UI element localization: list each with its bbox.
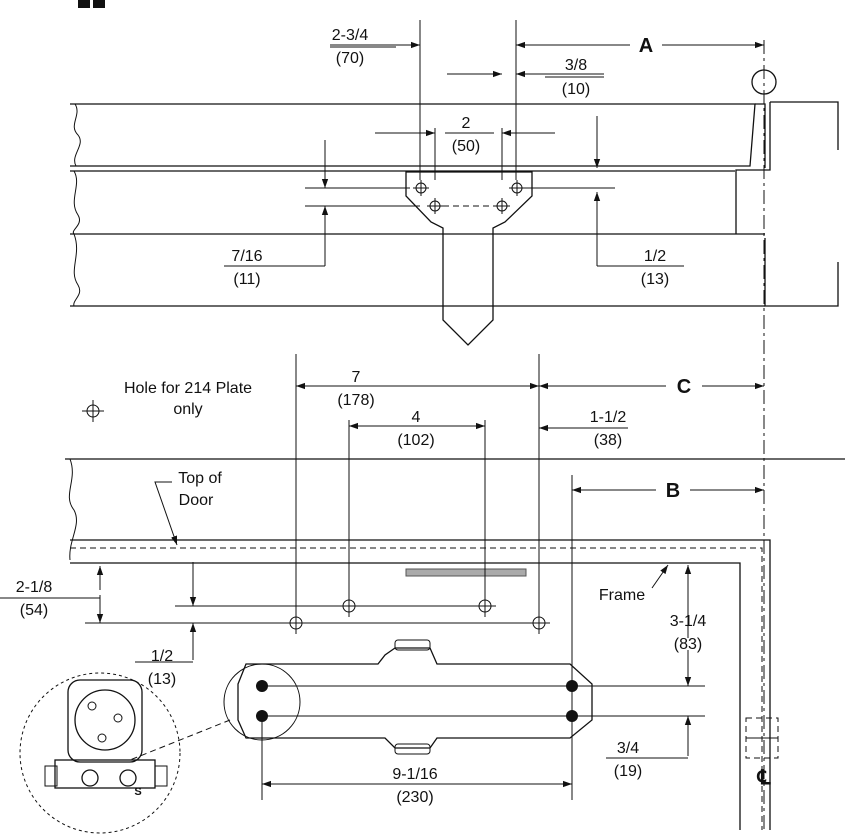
- dim-2-1-8-mm: (54): [20, 602, 48, 619]
- dim-7-16-mm: (11): [233, 271, 260, 288]
- dim-3-4-mm: (19): [614, 763, 642, 780]
- hole-note-line1: Hole for 214 Plate: [124, 380, 252, 397]
- door-closer-body: [237, 647, 593, 749]
- frame-label: Frame: [599, 587, 645, 604]
- dim-b-label: B: [666, 480, 680, 502]
- dim-1-2b: 1/2: [151, 648, 173, 665]
- detail-inset-circle: [19, 672, 181, 834]
- detail-s-mark: S: [134, 786, 141, 798]
- frame-outline: [70, 539, 771, 830]
- closer-arm-housing: [67, 679, 143, 763]
- dim-2-3-4-mm: (70): [336, 50, 364, 67]
- dim-9-1-16: 9-1/16: [392, 766, 437, 783]
- frame-right-upper: [770, 101, 839, 150]
- dim-7-16: 7/16: [231, 248, 262, 265]
- dim-2-1-8: 2-1/8: [16, 579, 53, 596]
- dim-2-mm: (50): [452, 138, 480, 155]
- dim-3-4: 3/4: [617, 740, 639, 757]
- cropped-heading-fragment: [78, 0, 90, 8]
- dim-4: 4: [412, 409, 421, 426]
- dim-2: 2: [462, 115, 471, 132]
- mount-hole-1: [256, 680, 268, 692]
- top-of-door-leader: [154, 481, 178, 546]
- template-holes: [285, 595, 550, 634]
- dim-3-1-4-mm: (83): [674, 636, 702, 653]
- frame-stop: [735, 102, 771, 234]
- top-of-door-line1: Top of: [178, 470, 222, 487]
- dim-4-mm: (102): [397, 432, 434, 449]
- frame-right-lower: [764, 238, 839, 307]
- dim-3-8: 3/8: [565, 57, 587, 74]
- plate-edge: [405, 568, 527, 577]
- mount-hole-3: [566, 680, 578, 692]
- dim-1-2b-mm: (13): [148, 671, 176, 688]
- closer-valve-bottom: [394, 743, 431, 755]
- dim-3-8-mm: (10): [562, 81, 590, 98]
- door-break-line: [68, 458, 77, 561]
- bottom-view: Hole for 214 Plate only 7 (178) 4 (102) …: [0, 354, 845, 834]
- dim-7-mm: (178): [337, 392, 374, 409]
- closer-spindle: [74, 689, 136, 751]
- dim-1-1-2: 1-1/2: [590, 409, 627, 426]
- centerline-symbol: ℄: [757, 767, 772, 789]
- mount-hole-2: [256, 710, 268, 722]
- dim-7: 7: [352, 369, 361, 386]
- hole-symbol-icon: [82, 400, 104, 422]
- hole-note-line2: only: [173, 401, 202, 418]
- dim-1-2-mm: (13): [641, 271, 669, 288]
- top-view: A 2-3/4 (70) 3/8 (10) 2 (50) 7/16 (11) 1…: [70, 20, 839, 830]
- dim-3-1-4: 3-1/4: [670, 613, 707, 630]
- break-line-3: [73, 233, 81, 307]
- mount-hole-4: [566, 710, 578, 722]
- frame-jamb: [755, 103, 766, 168]
- door-top-dashed: [70, 547, 763, 830]
- closer-base: [54, 759, 156, 789]
- closer-valve-top: [394, 639, 431, 651]
- dim-c-label: C: [677, 376, 691, 398]
- dim-a-label: A: [639, 35, 653, 57]
- top-of-door-line2: Door: [179, 492, 214, 509]
- break-line-1: [73, 103, 81, 167]
- cropped-heading-fragment-2: [93, 0, 105, 8]
- detail-inset: S: [19, 672, 181, 834]
- dim-9-1-16-mm: (230): [396, 789, 433, 806]
- frame-inner-outline: [70, 562, 741, 830]
- frame-header-top: [70, 103, 756, 167]
- mounting-plate-outline: [405, 171, 533, 346]
- dim-1-1-2-mm: (38): [594, 432, 622, 449]
- break-line-2: [72, 170, 80, 235]
- dim-1-2: 1/2: [644, 248, 666, 265]
- dim-2-3-4: 2-3/4: [332, 27, 369, 44]
- plate-holes: [413, 180, 525, 214]
